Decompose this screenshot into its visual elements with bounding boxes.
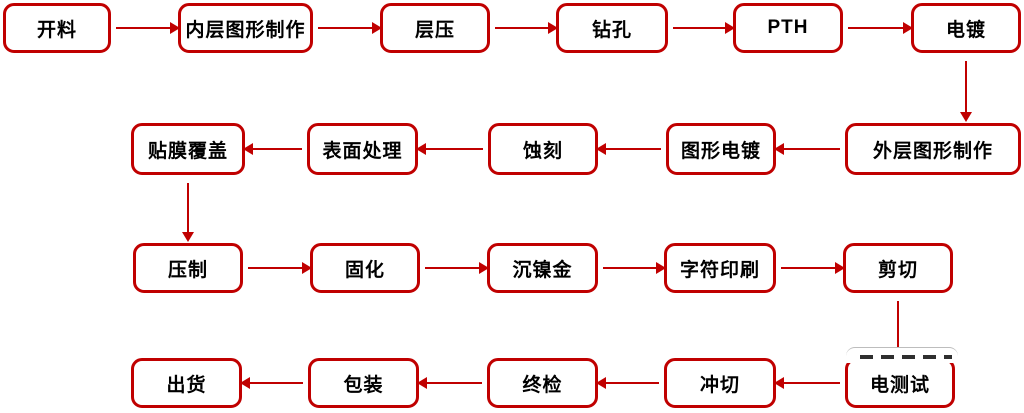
- process-node-film-covering: 贴膜覆盖: [131, 123, 245, 175]
- flow-arrow-plating-to-outer-layer-imaging: [960, 61, 972, 122]
- flow-arrow-packaging-to-shipping: [240, 377, 303, 389]
- process-node-plating: 电镀: [911, 3, 1021, 53]
- process-node-pattern-plating: 图形电镀: [666, 123, 776, 175]
- flow-arrow-film-covering-to-pressing: [182, 183, 194, 242]
- flow-arrow-lamination-to-drilling: [495, 22, 558, 34]
- flow-arrow-drilling-to-pth: [673, 22, 735, 34]
- flow-arrow-final-inspection-to-packaging: [417, 377, 482, 389]
- process-node-surface-treatment: 表面处理: [307, 123, 418, 175]
- process-node-punching: 冲切: [664, 358, 776, 408]
- flow-arrow-immersion-nickel-gold-to-legend-printing: [603, 262, 666, 274]
- process-node-drilling: 钻孔: [556, 3, 668, 53]
- flow-arrow-surface-treatment-to-film-covering: [243, 143, 302, 155]
- process-node-shipping: 出货: [131, 358, 242, 408]
- process-node-curing: 固化: [310, 243, 420, 293]
- process-node-lamination: 层压: [380, 3, 490, 53]
- flow-arrow-curing-to-immersion-nickel-gold: [425, 262, 489, 274]
- flow-arrow-inner-layer-imaging-to-lamination: [318, 22, 382, 34]
- process-node-pth: PTH: [733, 3, 843, 53]
- process-node-cutting: 开料: [3, 3, 111, 53]
- flow-arrow-pth-to-plating: [848, 22, 913, 34]
- flow-arrow-cutting-to-inner-layer-imaging: [116, 22, 180, 34]
- flow-arrow-shearing-to-electrical-test: [892, 301, 904, 357]
- erased-watermark-artifact: [846, 347, 958, 363]
- flow-arrow-punching-to-final-inspection: [596, 377, 659, 389]
- process-node-legend-printing: 字符印刷: [664, 243, 776, 293]
- process-node-outer-layer-imaging: 外层图形制作: [845, 123, 1021, 175]
- process-node-final-inspection: 终检: [487, 358, 598, 408]
- smudge-dashes: [860, 355, 952, 359]
- flow-arrow-outer-layer-imaging-to-pattern-plating: [774, 143, 840, 155]
- process-node-immersion-nickel-gold: 沉镍金: [487, 243, 598, 293]
- flow-arrow-pattern-plating-to-etching: [596, 143, 661, 155]
- process-node-shearing: 剪切: [843, 243, 953, 293]
- flow-arrow-electrical-test-to-punching: [774, 377, 840, 389]
- flow-arrow-legend-printing-to-shearing: [781, 262, 845, 274]
- process-node-electrical-test: 电测试: [845, 358, 955, 408]
- flow-arrow-pressing-to-curing: [248, 262, 312, 274]
- process-node-pressing: 压制: [133, 243, 243, 293]
- process-node-inner-layer-imaging: 内层图形制作: [178, 3, 313, 53]
- process-node-packaging: 包装: [308, 358, 419, 408]
- flow-arrow-etching-to-surface-treatment: [416, 143, 483, 155]
- process-node-etching: 蚀刻: [488, 123, 598, 175]
